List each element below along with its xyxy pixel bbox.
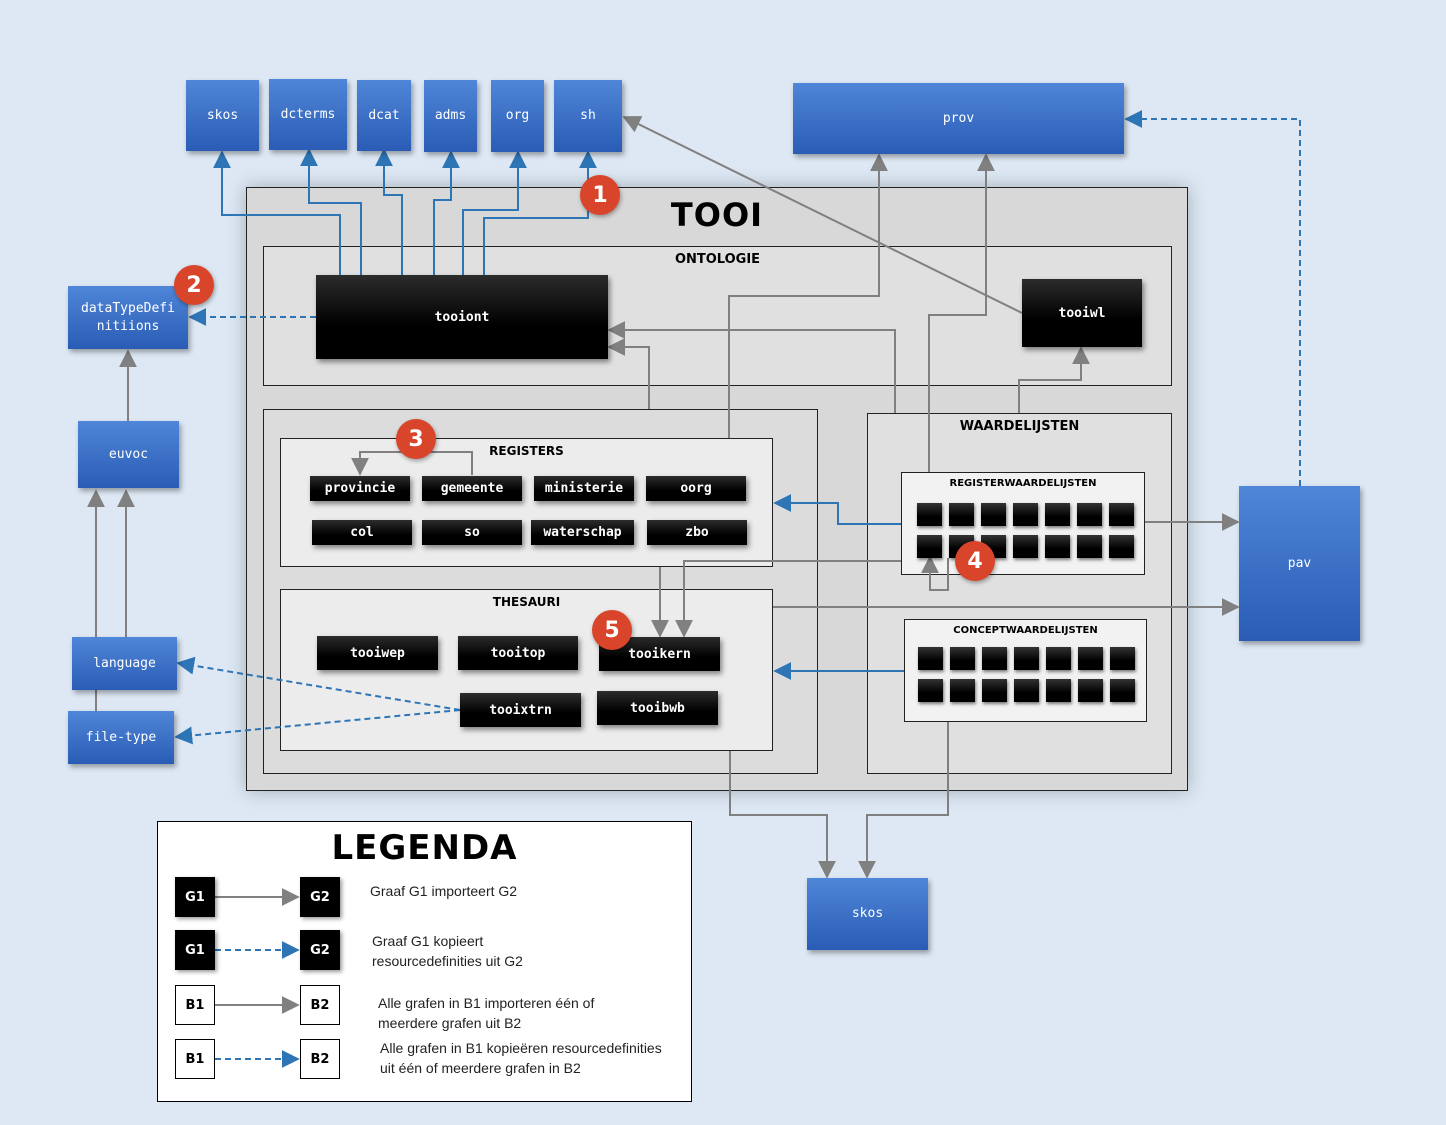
registers-title: REGISTERS	[489, 444, 564, 458]
thesaurus-tooitop[interactable]: tooitop	[458, 636, 578, 670]
dcterms-node[interactable]: dcterms	[269, 79, 347, 150]
legend-from-box: G1	[175, 877, 215, 917]
badge-5: 5	[592, 610, 632, 650]
conceptwl-item[interactable]	[1078, 679, 1103, 702]
tooi-title: TOOI	[670, 196, 764, 234]
legend-from-box: B1	[175, 985, 215, 1025]
skos-top-node[interactable]: skos	[186, 80, 259, 151]
thesaurus-tooixtrn[interactable]: tooixtrn	[460, 693, 581, 727]
org-node[interactable]: org	[491, 80, 544, 152]
regwl-item[interactable]	[1045, 503, 1070, 526]
legend-panel: LEGENDA	[157, 821, 692, 1102]
legend-text: Alle grafen in B1 kopieëren resourcedefi…	[380, 1038, 662, 1078]
legend-text: Graaf G1 importeert G2	[370, 883, 518, 899]
register-zbo[interactable]: zbo	[647, 520, 747, 545]
regwl-item[interactable]	[1045, 535, 1070, 558]
register-ministerie[interactable]: ministerie	[534, 476, 634, 501]
skos-bottom-node[interactable]: skos	[807, 878, 928, 950]
conceptwaardelijsten-panel: CONCEPTWAARDELIJSTEN	[904, 619, 1147, 722]
conceptwl-item[interactable]	[950, 647, 975, 670]
waardelijsten-title: WAARDELIJSTEN	[959, 419, 1080, 434]
badge-4: 4	[955, 541, 995, 581]
legend-text-line1: Graaf G1 kopieert	[372, 933, 484, 949]
conceptwaardelijsten-title: CONCEPTWAARDELIJSTEN	[953, 625, 1098, 636]
badge-3: 3	[396, 419, 436, 459]
legend-to-box: B2	[300, 985, 340, 1025]
register-gemeente[interactable]: gemeente	[422, 476, 522, 501]
prov-node[interactable]: prov	[793, 83, 1124, 154]
regwl-item[interactable]	[1077, 535, 1102, 558]
regwl-item[interactable]	[1013, 535, 1038, 558]
badge-1: 1	[580, 175, 620, 215]
datatypedefinitions-node[interactable]: dataTypeDefi nitiions	[68, 286, 188, 349]
conceptwl-item[interactable]	[1078, 647, 1103, 670]
legend-text: Alle grafen in B1 importeren één of meer…	[378, 993, 594, 1033]
register-col[interactable]: col	[312, 520, 412, 545]
register-provincie[interactable]: provincie	[310, 476, 410, 501]
regwl-item[interactable]	[949, 503, 974, 526]
conceptwl-item[interactable]	[950, 679, 975, 702]
regwl-item[interactable]	[1109, 503, 1134, 526]
conceptwl-item[interactable]	[1110, 679, 1135, 702]
regwl-item[interactable]	[1077, 503, 1102, 526]
conceptwl-item[interactable]	[1014, 679, 1039, 702]
badge-2: 2	[174, 265, 214, 305]
registerwaardelijsten-title: REGISTERWAARDELIJSTEN	[949, 478, 1097, 489]
language-node[interactable]: language	[72, 637, 177, 690]
register-waterschap[interactable]: waterschap	[531, 520, 634, 545]
legend-title: LEGENDA	[331, 828, 518, 868]
conceptwl-item[interactable]	[1014, 647, 1039, 670]
legend-to-box: G2	[300, 930, 340, 970]
euvoc-node[interactable]: euvoc	[78, 421, 179, 488]
thesaurus-tooiwep[interactable]: tooiwep	[317, 636, 438, 670]
legend-to-box: G2	[300, 877, 340, 917]
legend-to-box: B2	[300, 1039, 340, 1079]
register-oorg[interactable]: oorg	[646, 476, 746, 501]
legend-text-line1: Alle grafen in B1 importeren één of	[378, 995, 595, 1011]
registers-panel: REGISTERS	[280, 438, 773, 567]
register-so[interactable]: so	[422, 520, 522, 545]
regwl-item[interactable]	[1013, 503, 1038, 526]
conceptwl-item[interactable]	[982, 647, 1007, 670]
conceptwl-item[interactable]	[918, 679, 943, 702]
sh-node[interactable]: sh	[554, 80, 622, 152]
regwl-item[interactable]	[1109, 535, 1134, 558]
legend-text-line2: uit één of meerdere grafen in B2	[380, 1060, 581, 1076]
adms-node[interactable]: adms	[424, 80, 477, 152]
conceptwl-item[interactable]	[918, 647, 943, 670]
thesaurus-tooibwb[interactable]: tooibwb	[597, 691, 718, 725]
legend-text-line2: resourcedefinities uit G2	[372, 953, 523, 969]
conceptwl-item[interactable]	[982, 679, 1007, 702]
regwl-item[interactable]	[917, 535, 942, 558]
legend-from-box: G1	[175, 930, 215, 970]
thesauri-title: THESAURI	[492, 595, 561, 609]
regwl-item[interactable]	[917, 503, 942, 526]
datatypedefinitions-label-line2: nitiions	[96, 318, 160, 334]
conceptwl-item[interactable]	[1110, 647, 1135, 670]
regwl-item[interactable]	[981, 503, 1006, 526]
conceptwl-item[interactable]	[1046, 647, 1071, 670]
datatypedefinitions-label-line1: dataTypeDefi	[81, 300, 175, 316]
tooiwl-node[interactable]: tooiwl	[1022, 279, 1142, 347]
file-type-node[interactable]: file-type	[68, 711, 174, 764]
legend-text-line2: meerdere grafen uit B2	[378, 1015, 522, 1031]
pav-node[interactable]: pav	[1239, 486, 1360, 641]
legend-text: Graaf G1 kopieert resourcedefinities uit…	[372, 931, 523, 971]
tooiont-node[interactable]: tooiont	[316, 275, 608, 359]
ontologie-title: ONTOLOGIE	[674, 252, 761, 267]
conceptwl-item[interactable]	[1046, 679, 1071, 702]
dcat-node[interactable]: dcat	[357, 80, 411, 151]
legend-from-box: B1	[175, 1039, 215, 1079]
legend-text-line1: Alle grafen in B1 kopieëren resourcedefi…	[380, 1040, 662, 1056]
